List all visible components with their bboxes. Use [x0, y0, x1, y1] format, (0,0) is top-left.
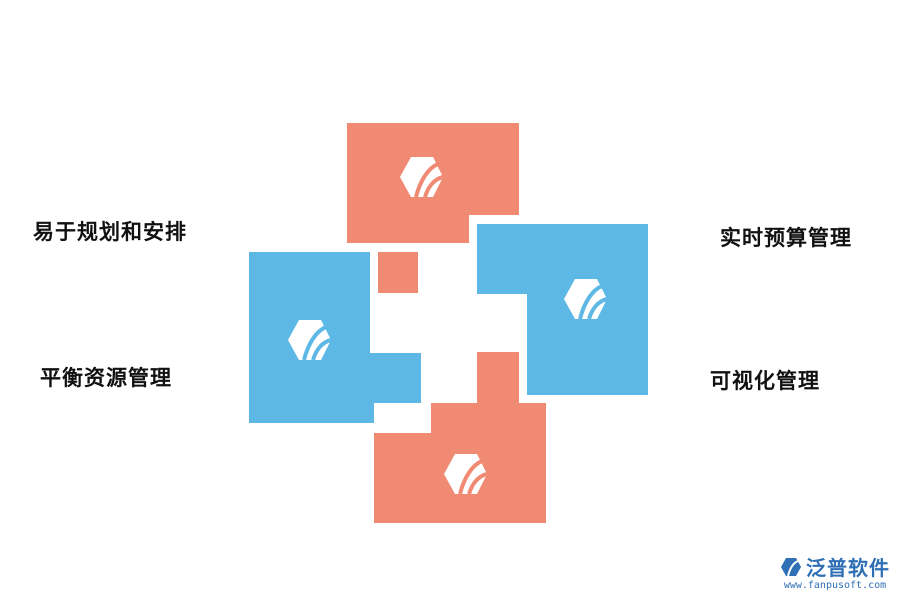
bottom-salmon-notch — [374, 403, 431, 433]
hexagon-logo-icon — [444, 454, 488, 495]
hexagon-logo-icon — [400, 157, 444, 198]
label-top-right: 实时预算管理 — [720, 226, 852, 250]
brand-logo-icon — [781, 557, 801, 576]
watermark-url: www.fanpusoft.com — [783, 580, 887, 591]
bottom-salmon-connector — [477, 352, 519, 403]
hexagon-logo-icon — [564, 279, 608, 320]
watermark-brand: 泛普软件 — [806, 556, 890, 580]
label-bottom-right: 可视化管理 — [710, 369, 820, 393]
watermark: 泛普软件 www.fanpusoft.com — [780, 552, 890, 591]
hexagon-logo-icon — [288, 320, 332, 361]
top-salmon-connector — [378, 252, 418, 293]
label-top-left: 易于规划和安排 — [33, 220, 187, 244]
left-blue-piece — [249, 252, 421, 423]
label-bottom-left: 平衡资源管理 — [40, 366, 172, 390]
right-blue-piece — [477, 224, 648, 395]
